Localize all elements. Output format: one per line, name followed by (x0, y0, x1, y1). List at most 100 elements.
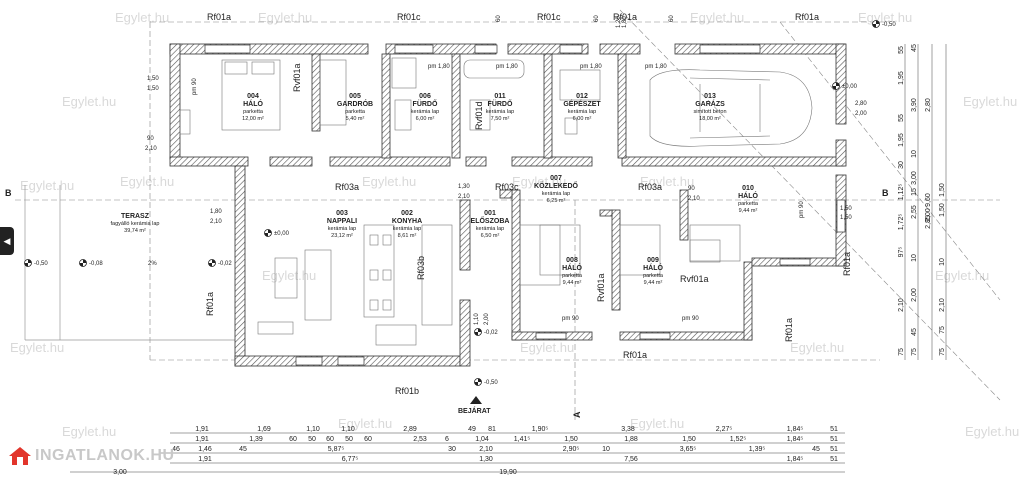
level-marker: -0,50 (24, 259, 48, 267)
dimension-value: 1,91 (195, 426, 209, 433)
opening-dim: 90 (688, 186, 695, 192)
dimension-value: 2,00 (925, 208, 932, 222)
dimension-value: 3,38 (621, 426, 635, 433)
dimension-value: 46 (172, 446, 180, 453)
dimension-value: 1,41⁵ (514, 436, 531, 443)
dimension-value: 1,39 (249, 436, 263, 443)
dimension-value: 51 (830, 456, 838, 463)
dimension-value: 7,56 (624, 456, 638, 463)
opening-dim: 1,50 (840, 206, 852, 212)
brand-logo-text: INGATLANOK.HU (35, 447, 175, 464)
terrace-area: 39,74 m² (124, 228, 146, 234)
room-name: NAPPALI (327, 218, 357, 225)
opening-dim: 2,00 (855, 111, 867, 117)
house-icon (9, 447, 31, 465)
slope-value: 2% (148, 261, 157, 267)
dimension-value: 6 (445, 436, 449, 443)
dimension-value: 1,50 (939, 183, 946, 197)
dimension-value: 1,84⁵ (787, 456, 804, 463)
room-name: KÖZLEKEDŐ (534, 181, 579, 190)
wall-type-label: Rf01c (537, 12, 561, 22)
watermark: Egylet.hu (120, 174, 174, 189)
room-number: 005 (349, 93, 361, 100)
dining-table (363, 224, 395, 318)
room-area: 6,00 m² (573, 116, 592, 122)
room-number: 008 (566, 257, 578, 264)
watermark: Egylet.hu (338, 416, 392, 431)
room-number: 012 (576, 93, 588, 100)
level-value: ±0,00 (274, 231, 290, 237)
side-nav-arrow-button[interactable]: ◀ (0, 227, 14, 255)
terrace-outline (24, 185, 235, 341)
opening-dim: 1,10 (474, 313, 480, 325)
dimension-value: 75 (939, 348, 946, 356)
wall-type-label: Rf01a (623, 350, 647, 360)
dimension-value: 60 (326, 436, 334, 443)
opening-dim: 2,00 (484, 313, 490, 325)
dimension-value: 1,10 (341, 426, 355, 433)
room-area: 8,61 m² (398, 233, 417, 239)
room-area: 6,00 m² (416, 116, 435, 122)
room-name: HÁLÓ (643, 263, 663, 272)
opening-dim: 1,30 (458, 184, 470, 190)
wall-type-label: Rvf01d (474, 101, 484, 130)
room-area: 9,44 m² (644, 280, 663, 286)
watermark: Egylet.hu (935, 268, 989, 283)
room-number: 006 (419, 93, 431, 100)
room-number: 013 (704, 93, 716, 100)
watermark: Egylet.hu (630, 416, 684, 431)
room-floor: kerámia lap (486, 109, 514, 115)
room-floor: kerámia lap (393, 226, 421, 232)
section-marks: B B A (5, 188, 889, 418)
wall-type-label: Rf03b (416, 256, 426, 280)
room-name: KONYHA (392, 218, 422, 225)
wall-type-label: Rf03a (335, 182, 359, 192)
opening-dim: 60 (496, 15, 502, 22)
dimension-value: 3,00 (113, 469, 127, 476)
dimension-value: 2,00 (911, 288, 918, 302)
room-area: 7,50 m² (491, 116, 510, 122)
room-floor: parketta (643, 273, 664, 279)
sill-note: pm 90 (192, 78, 198, 95)
dimension-value: 2,10 (939, 298, 946, 312)
dimension-value: 1,72⁵ (898, 214, 905, 231)
dimension-value: 15 (911, 188, 918, 196)
dimension-value: 45 (911, 328, 918, 336)
level-marker: -0,50 (872, 20, 896, 28)
room-area: 9,44 m² (563, 280, 582, 286)
watermark: Egylet.hu (362, 174, 416, 189)
dimension-value: 2,55 (911, 205, 918, 219)
dimension-lines-right (904, 44, 947, 360)
opening-dim: 2,10 (145, 146, 157, 152)
dimension-value: 2,10 (898, 298, 905, 312)
room-area: 6,25 m² (547, 198, 566, 204)
dimension-value: 2,90⁵ (563, 446, 580, 453)
facade-labels: Rf01a Rf01c Rf01c Rf01a Rf01a Rvf01a Rvf… (205, 12, 852, 396)
opening-dim: 60 (669, 15, 675, 22)
dimension-value: 97⁵ (898, 247, 905, 258)
dimension-value: 30 (448, 446, 456, 453)
level-value: -0,02 (484, 330, 498, 336)
room-floor: kerámia lap (411, 109, 439, 115)
dimension-value: 1,50 (939, 203, 946, 217)
section-mark-a: A (572, 411, 582, 418)
room-name: HÁLÓ (243, 99, 263, 108)
dimension-value: 1,88 (624, 436, 638, 443)
dimension-value: 3,65⁵ (680, 446, 697, 453)
room-area: 23,12 m² (331, 233, 353, 239)
room-area: 5,40 m² (346, 116, 365, 122)
dimension-value: 45 (911, 44, 918, 52)
watermark: Egylet.hu (640, 174, 694, 189)
watermark: Egylet.hu (115, 10, 169, 25)
dimension-column: 2,802,002,859,60 (925, 98, 932, 229)
dimension-lines (70, 432, 845, 473)
watermark: Egylet.hu (258, 10, 312, 25)
room-name: ELŐSZOBA (471, 216, 510, 225)
room-name: HÁLÓ (562, 263, 582, 272)
room-floor: simított beton (693, 109, 726, 115)
room-name: FÜRDŐ (488, 99, 513, 108)
room-floor: kerámia lap (568, 109, 596, 115)
entrance-marker: BEJÁRAT (458, 396, 491, 415)
